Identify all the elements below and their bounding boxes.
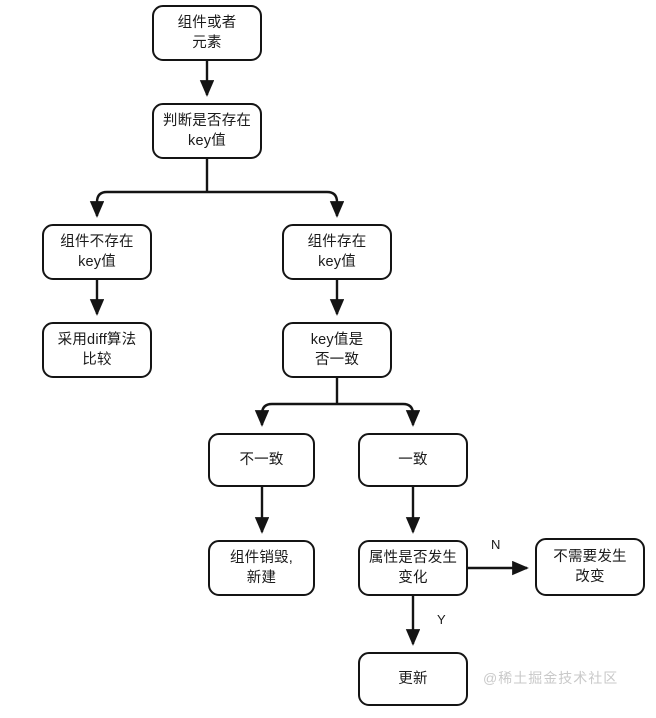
node-label: 组件销毁, 新建	[229, 550, 294, 586]
node-label: 更新	[398, 671, 428, 687]
node-label: 不一致	[239, 452, 284, 468]
node-same[interactable]: 一致	[358, 433, 468, 487]
node-label: 判断是否存在 key值	[162, 113, 252, 149]
watermark: @稀土掘金技术社区	[483, 670, 619, 686]
node-key-value-same[interactable]: key值是 否一致	[282, 322, 392, 378]
node-label: 一致	[398, 452, 428, 468]
node-component-with-key[interactable]: 组件存在 key值	[282, 224, 392, 280]
edge-label-n: N	[491, 537, 501, 552]
node-update[interactable]: 更新	[358, 652, 468, 706]
node-label: 属性是否发生 变化	[368, 550, 458, 586]
edge-n6-n7	[254, 402, 337, 427]
node-component-without-key[interactable]: 组件不存在 key值	[42, 224, 152, 280]
node-label: 组件不存在 key值	[60, 234, 134, 270]
node-destroy-and-recreate[interactable]: 组件销毁, 新建	[208, 540, 315, 596]
node-component-or-element[interactable]: 组件或者 元素	[152, 5, 262, 61]
edge-label-y: Y	[437, 612, 446, 627]
edge-n6-n8	[337, 402, 421, 427]
edge-n2-n4	[207, 190, 345, 218]
node-label: 组件或者 元素	[177, 15, 237, 51]
node-not-same[interactable]: 不一致	[208, 433, 315, 487]
node-no-change-needed[interactable]: 不需要发生 改变	[535, 538, 645, 596]
node-label: 采用diff算法 比较	[57, 332, 137, 368]
node-judge-key-exists[interactable]: 判断是否存在 key值	[152, 103, 262, 159]
node-attribute-changed[interactable]: 属性是否发生 变化	[358, 540, 468, 596]
edge-n2-n3	[89, 190, 207, 218]
node-label: 不需要发生 改变	[553, 549, 627, 585]
node-label: 组件存在 key值	[307, 234, 367, 270]
node-label: key值是 否一致	[310, 332, 364, 368]
node-use-diff-algorithm[interactable]: 采用diff算法 比较	[42, 322, 152, 378]
